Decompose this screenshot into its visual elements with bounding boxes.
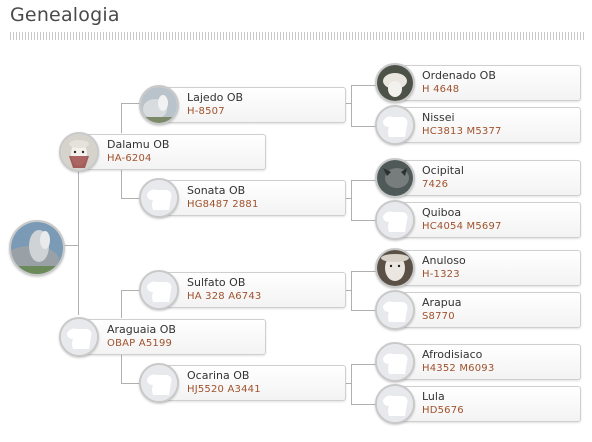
connector [121,103,122,133]
g3-name: Quiboa [422,206,462,219]
connector [351,180,376,181]
g3-placeholder-cow-icon [375,384,415,424]
connector [121,103,141,104]
g3-placeholder-cow-icon [375,105,415,145]
dam-dam-placeholder-cow-icon [139,363,179,403]
g3-code: H-1323 [422,269,460,280]
connector [351,85,352,127]
connector [351,364,352,405]
g3-card-ocipital[interactable]: Ocipital 7426 [393,160,581,196]
dam-dam-card[interactable]: Ocarina OB HJ5520 A3441 [158,365,346,401]
sire-sire-code: H-8507 [187,106,225,117]
sire-sire-card[interactable]: Lajedo OB H-8507 [158,87,346,123]
connector [78,170,79,315]
g3-code: H4352 M6093 [422,363,495,374]
connector [121,383,141,384]
dam-placeholder-cow-icon [59,317,99,357]
connector [121,290,141,291]
connector [351,126,376,127]
g3-card-arapua[interactable]: Arapua S8770 [393,292,581,328]
g3-name: Ocipital [422,164,464,177]
g3-card-afrodisiaco[interactable]: Afrodisiaco H4352 M6093 [393,344,581,380]
connector [345,290,351,291]
dam-sire-name: Sulfato OB [187,276,246,289]
g3-card-anuloso[interactable]: Anuloso H-1323 [393,250,581,286]
sire-name: Dalamu OB [107,138,170,151]
connector [351,271,376,272]
connector [64,245,79,246]
sire-sire-bull-photo [139,85,179,125]
dam-code: OBAP A5199 [107,338,173,349]
connector [121,198,141,199]
page-title: Genealogia [10,4,120,26]
dam-sire-card[interactable]: Sulfato OB HA 328 A6743 [158,272,346,308]
connector [345,198,351,199]
connector [351,180,352,221]
g3-code: H 4648 [422,84,460,95]
g3-bull-photo [375,63,415,103]
connector [351,271,352,311]
sire-dam-card[interactable]: Sonata OB HG8487 2881 [158,180,346,216]
sire-code: HA-6204 [107,153,152,164]
g3-name: Arapua [422,296,462,309]
g3-placeholder-cow-icon [375,290,415,330]
g3-card-quiboa[interactable]: Quiboa HC4054 M5697 [393,202,581,238]
g3-name: Anuloso [422,254,466,267]
connector [345,103,351,104]
g3-bull-photo [375,248,415,288]
connector [121,290,122,318]
connector [351,310,376,311]
connector [351,364,376,365]
connector [121,355,122,383]
dam-sire-placeholder-cow-icon [139,270,179,310]
g3-card-lula[interactable]: Lula HD5676 [393,386,581,422]
dam-dam-code: HJ5520 A3441 [187,384,261,395]
sire-dam-code: HG8487 2881 [187,199,259,210]
g3-name: Lula [422,390,445,403]
g3-code: HC4054 M5697 [422,221,502,232]
g3-code: S8770 [422,311,455,322]
dam-dam-name: Ocarina OB [187,369,250,382]
g3-bull-photo [375,158,415,198]
subject-bull-photo[interactable] [9,220,65,276]
dam-card[interactable]: Araguaia OB OBAP A5199 [78,319,266,355]
g3-placeholder-cow-icon [375,342,415,382]
connector [121,170,122,198]
connector [345,383,351,384]
dam-name: Araguaia OB [107,323,176,336]
g3-code: 7426 [422,179,449,190]
g3-code: HC3813 M5377 [422,126,502,137]
g3-name: Nissei [422,111,455,124]
connector [351,220,376,221]
g3-card-ordenado[interactable]: Ordenado OB H 4648 [393,65,581,101]
g3-code: HD5676 [422,405,464,416]
g3-name: Ordenado OB [422,69,496,82]
sire-card[interactable]: Dalamu OB HA-6204 [78,134,266,170]
connector [351,404,376,405]
sire-sire-name: Lajedo OB [187,91,244,104]
sire-dam-placeholder-cow-icon [139,178,179,218]
g3-card-nissei[interactable]: Nissei HC3813 M5377 [393,107,581,143]
sire-dam-name: Sonata OB [187,184,246,197]
sire-bull-photo [59,132,99,172]
connector [351,85,376,86]
title-divider [10,32,585,40]
g3-name: Afrodisiaco [422,348,483,361]
g3-placeholder-cow-icon [375,200,415,240]
dam-sire-code: HA 328 A6743 [187,291,262,302]
